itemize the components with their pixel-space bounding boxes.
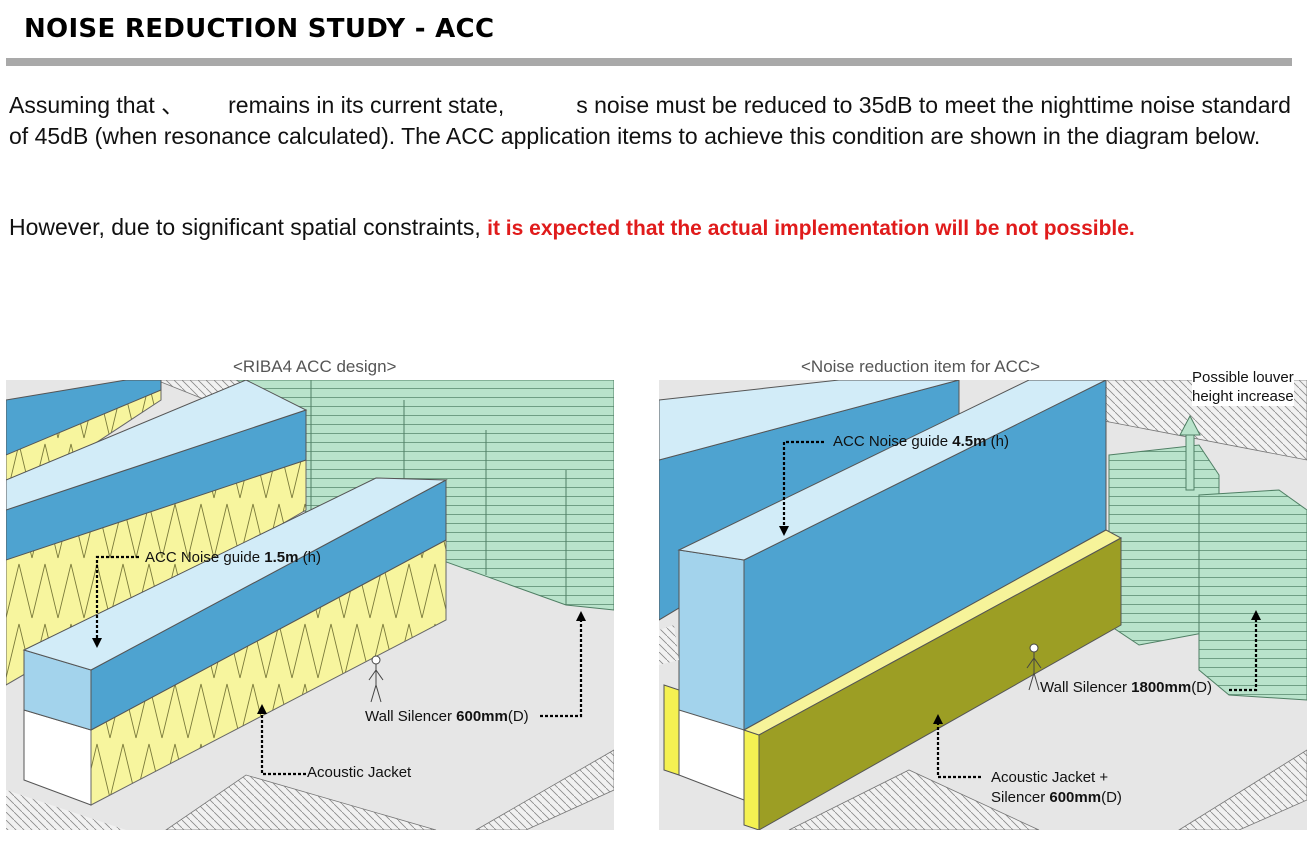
right-diagram-drawing (659, 380, 1307, 830)
intro-part2: remains in its current state, (228, 92, 505, 118)
left-diagram-caption: <RIBA4 ACC design> (233, 357, 397, 376)
leader-jacket-silencer (936, 720, 981, 779)
acc-silencer-side (758, 537, 1122, 830)
leader-wall-silencer (1229, 616, 1258, 692)
right-jacket-silencer-label: Acoustic Jacket + Silencer 600mm(D) (991, 769, 1122, 806)
leader-acoustic-jacket (260, 710, 306, 776)
left-wall-silencer-label: Wall Silencer 600mm(D) (365, 708, 529, 725)
constraint-highlight: it is expected that the actual implement… (487, 217, 1135, 240)
left-diagram-drawing (6, 380, 614, 830)
acc-silencer-end (743, 729, 760, 830)
left-diagram: ACC Noise guide 1.5m (h) Acoustic Jacket… (6, 380, 614, 830)
constraint-text: However, due to significant spatial cons… (9, 214, 481, 240)
intro-part3: s noise must be reduced to 35dB to meet … (9, 92, 1291, 149)
acc-noise-guide-end (678, 549, 745, 731)
acc-left-silencer (663, 684, 680, 776)
person-figure (1026, 643, 1042, 691)
leader-noise-guide (95, 555, 139, 642)
acc-unit-1-guide (6, 380, 162, 456)
louver-stack-2 (1198, 489, 1307, 701)
page-title: NOISE REDUCTION STUDY - ACC (24, 14, 495, 44)
right-noise-guide-label: ACC Noise guide 4.5m (h) (833, 433, 1009, 450)
left-acoustic-jacket-label: Acoustic Jacket (307, 764, 412, 781)
louver-arrow-icon (1179, 414, 1201, 491)
louver-height-label: Possible louver height increase (1192, 368, 1294, 406)
leader-noise-guide (782, 440, 824, 530)
left-noise-guide-label: ACC Noise guide 1.5m (h) (145, 549, 321, 566)
acc-back-unit-top (659, 380, 960, 461)
constraint-paragraph: However, due to significant spatial cons… (9, 212, 1299, 244)
right-diagram-caption: <Noise reduction item for ACC> (801, 357, 1041, 376)
right-diagram: ACC Noise guide 4.5m (h) Wall Silencer 1… (659, 380, 1307, 830)
leader-wall-silencer (540, 617, 583, 718)
acc-noise-guide-top (677, 380, 1107, 561)
person-figure (368, 655, 384, 703)
right-wall-silencer-label: Wall Silencer 1800mm(D) (1040, 679, 1213, 696)
intro-paragraph: Assuming that 、 remains in its current st… (9, 90, 1299, 152)
intro-part1: Assuming that 、 (9, 92, 185, 118)
title-divider (6, 58, 1292, 66)
acc-unit-3-guide-top (22, 477, 448, 671)
acc-unit-2-guide-top (6, 380, 308, 511)
